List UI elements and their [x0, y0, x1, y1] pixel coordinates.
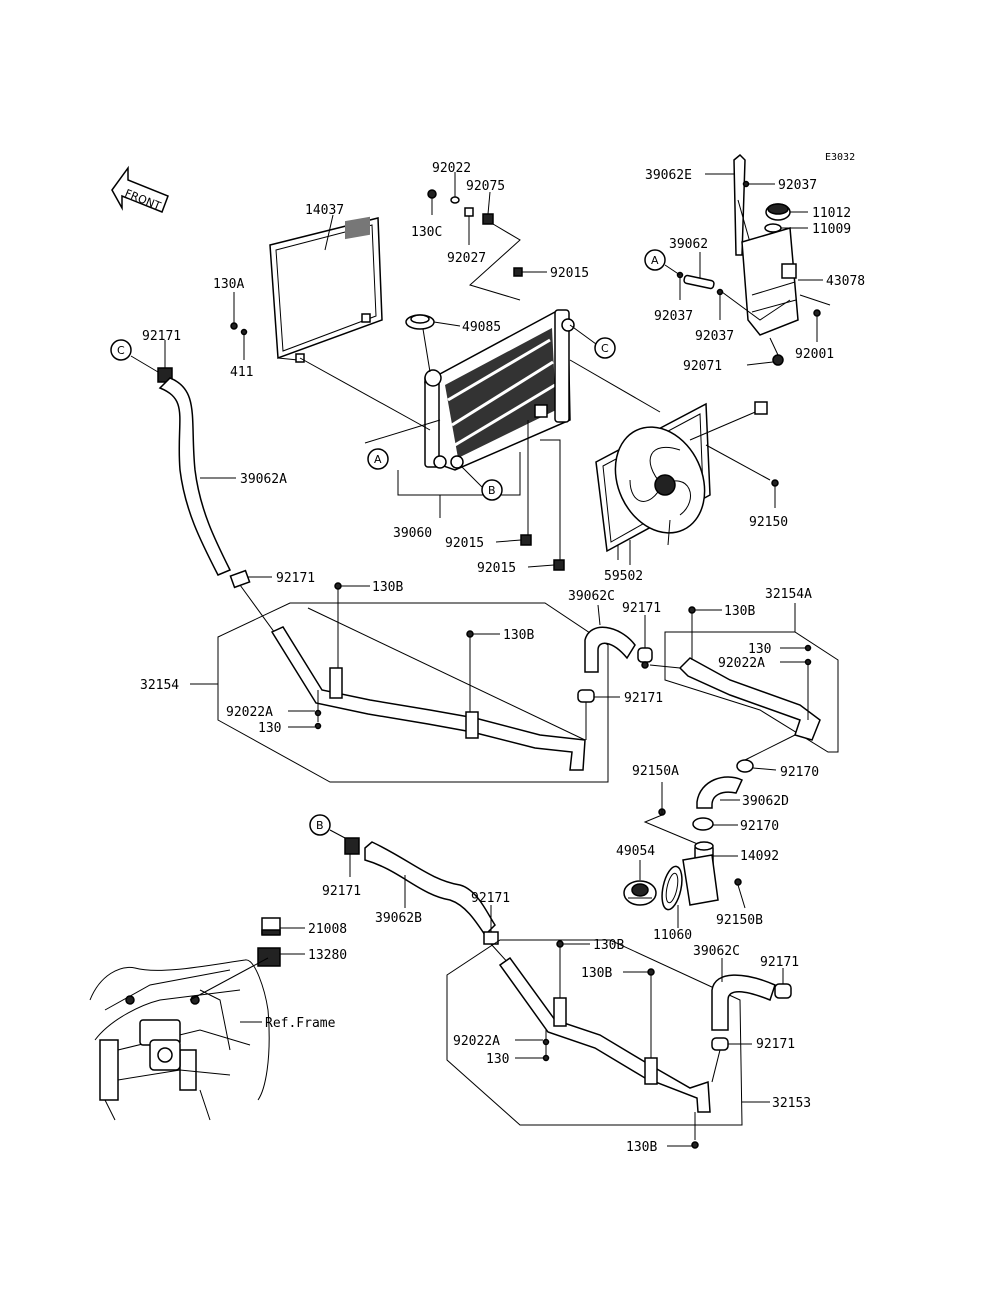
hose-39062D: [696, 776, 743, 809]
svg-text:C: C: [117, 344, 125, 357]
label-11009: 11009: [812, 222, 851, 237]
relay-21008-part: [261, 917, 281, 936]
svg-text:B: B: [488, 484, 496, 497]
label-92022A-right: 92022A: [718, 656, 765, 671]
label-130B-c: 130B: [724, 604, 755, 619]
label-92015-mid: 92015: [445, 536, 484, 551]
label-130C: 130C: [411, 225, 442, 240]
label-92075: 92075: [466, 179, 505, 194]
label-92037-top: 92037: [778, 178, 817, 193]
callout-C-left: C: [110, 339, 132, 361]
label-11060: 11060: [653, 928, 692, 943]
label-92150A: 92150A: [632, 764, 679, 779]
label-130B-f: 130B: [626, 1140, 657, 1155]
top-fasteners: [427, 172, 521, 301]
pipe-32153-outline: [446, 939, 743, 1126]
label-130A: 130A: [213, 277, 244, 292]
label-130B-b: 130B: [503, 628, 534, 643]
elbow-hose-upper: [584, 626, 636, 673]
radiator-screen-part: [269, 216, 383, 363]
label-39062D: 39062D: [742, 794, 789, 809]
callout-C-radiator: C: [594, 337, 616, 359]
label-39062: 39062: [669, 237, 708, 252]
radiator-part: [424, 309, 575, 471]
callout-A-radiator: A: [367, 448, 389, 470]
label-39060: 39060: [393, 526, 432, 541]
label-13280: 13280: [308, 948, 347, 963]
diagram-code: E3032: [825, 152, 855, 163]
lower-left-hose: [364, 841, 496, 937]
svg-text:C: C: [601, 342, 609, 355]
pipe-32154A: [678, 657, 821, 741]
label-92171-top-left: 92171: [142, 329, 181, 344]
label-39062C-lower: 39062C: [693, 944, 740, 959]
gasket-11060-part: [661, 865, 683, 911]
label-39062A: 39062A: [240, 472, 287, 487]
frame-reference: [89, 959, 270, 1121]
front-arrow-icon: FRONT: [111, 165, 169, 213]
label-14092: 14092: [740, 849, 779, 864]
elbow-hose-lower: [711, 974, 776, 1031]
label-92150: 92150: [749, 515, 788, 530]
label-130B-a: 130B: [372, 580, 403, 595]
label-92022A-left: 92022A: [226, 705, 273, 720]
callout-A-tank: A: [644, 249, 666, 271]
label-39062E: 39062E: [645, 168, 692, 183]
label-49085: 49085: [462, 320, 501, 335]
label-92037-left: 92037: [654, 309, 693, 324]
label-32154: 32154: [140, 678, 179, 693]
label-32153: 32153: [772, 1096, 811, 1111]
label-92171-upper-right: 92171: [622, 601, 661, 616]
label-92170-lower: 92170: [740, 819, 779, 834]
svg-text:B: B: [316, 819, 324, 832]
label-130-right: 130: [748, 642, 771, 657]
label-411: 411: [230, 365, 253, 380]
pipe-32154A-outline: [664, 631, 839, 753]
label-ref-frame: Ref.Frame: [265, 1016, 336, 1031]
pipe-32153: [498, 956, 711, 1113]
label-32154A: 32154A: [765, 587, 812, 602]
thermostat-49054-part: [623, 880, 657, 906]
label-43078: 43078: [826, 274, 865, 289]
label-92171-lower-mid: 92171: [471, 891, 510, 906]
label-21008: 21008: [308, 922, 347, 937]
label-92022A-lower: 92022A: [453, 1034, 500, 1049]
label-92170-upper: 92170: [780, 765, 819, 780]
label-92150B: 92150B: [716, 913, 763, 928]
label-92001: 92001: [795, 347, 834, 362]
label-11012: 11012: [812, 206, 851, 221]
label-92015-top: 92015: [550, 266, 589, 281]
label-92037-mid: 92037: [695, 329, 734, 344]
upper-left-hose: [158, 377, 232, 576]
label-49054: 49054: [616, 844, 655, 859]
label-59502: 59502: [604, 569, 643, 584]
label-92027: 92027: [447, 251, 486, 266]
label-92015-bottom: 92015: [477, 561, 516, 576]
label-92171-mid-left: 92171: [276, 571, 315, 586]
label-92022: 92022: [432, 161, 471, 176]
label-39062C-upper: 39062C: [568, 589, 615, 604]
label-14037: 14037: [305, 203, 344, 218]
svg-text:A: A: [651, 254, 659, 267]
callout-B-radiator: B: [481, 479, 503, 501]
label-130B-e: 130B: [581, 966, 612, 981]
bracket-13280-part: [257, 947, 281, 967]
label-92171-elbow-bottom: 92171: [624, 691, 663, 706]
label-92171-lower-right-top: 92171: [760, 955, 799, 970]
pipe-32154-outline: [217, 602, 609, 783]
thermostat-housing-part: [682, 841, 742, 906]
label-92171-lower-right-bottom: 92171: [756, 1037, 795, 1052]
reserve-tank-part: [733, 153, 821, 366]
svg-text:A: A: [374, 453, 382, 466]
label-130B-d: 130B: [593, 938, 624, 953]
callout-B-lower: B: [309, 814, 331, 836]
pipe-32154: [270, 626, 586, 771]
label-92171-lower-left: 92171: [322, 884, 361, 899]
label-130-lower: 130: [486, 1052, 509, 1067]
cooling-fan-part: [595, 401, 768, 560]
label-130-left: 130: [258, 721, 281, 736]
label-39062B: 39062B: [375, 911, 422, 926]
label-92071: 92071: [683, 359, 722, 374]
